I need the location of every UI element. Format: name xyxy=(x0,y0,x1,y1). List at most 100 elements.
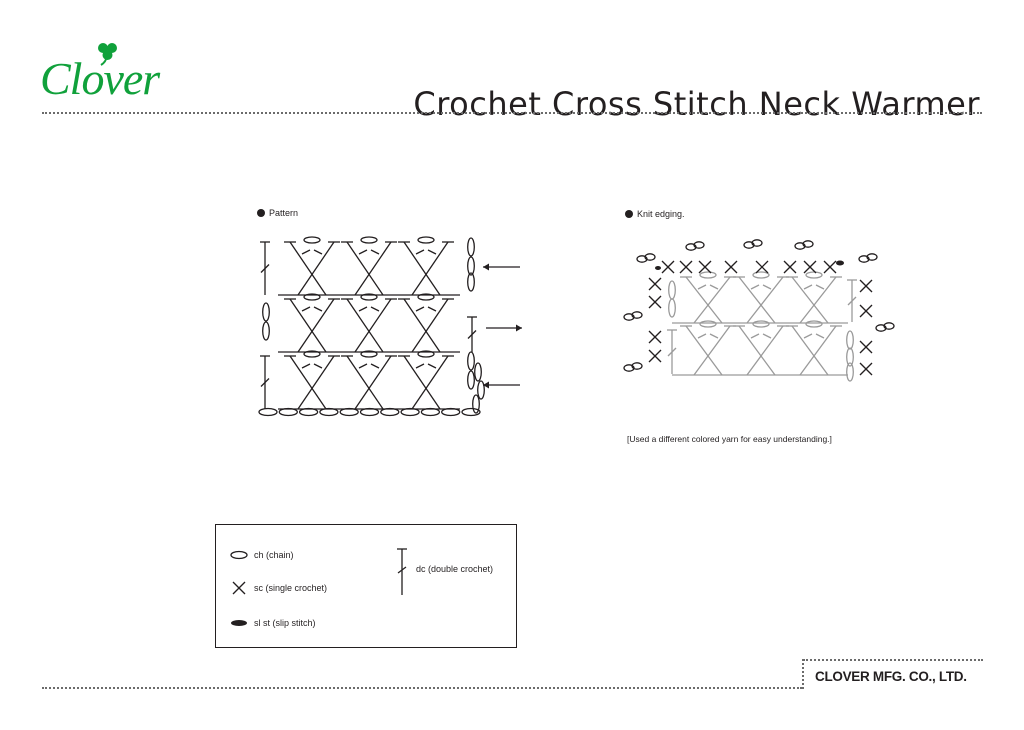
chain-stitch xyxy=(360,293,378,301)
chain-stitch xyxy=(858,255,870,263)
single-crochet xyxy=(648,295,662,309)
crossed-dc xyxy=(403,355,441,410)
chain-stitch xyxy=(866,253,878,261)
slip-stitch xyxy=(655,266,661,270)
single-crochet xyxy=(724,260,738,274)
crossed-dc xyxy=(693,325,731,376)
edging-caption: Knit edging. xyxy=(625,209,685,219)
crossed-dc xyxy=(791,325,829,376)
crossed-dc xyxy=(370,306,380,312)
crossed-dc xyxy=(346,241,384,296)
double-crochet xyxy=(260,378,270,387)
crossed-dc xyxy=(697,333,707,339)
pattern-chart xyxy=(258,236,522,417)
crossed-dc xyxy=(746,276,784,324)
chain-stitch xyxy=(474,362,482,382)
chain-stitch xyxy=(467,351,475,371)
single-crochet xyxy=(679,260,693,274)
crossed-dc xyxy=(358,363,368,369)
chain-icon xyxy=(230,550,248,560)
crossed-dc xyxy=(709,284,719,290)
chain-stitch xyxy=(303,350,321,358)
legend-single-crochet: sc (single crochet) xyxy=(228,580,327,596)
chain-stitch xyxy=(644,253,656,261)
crossed-dc xyxy=(693,276,731,324)
chain-stitch xyxy=(477,380,485,400)
chain-stitch xyxy=(699,320,717,328)
crossed-dc xyxy=(346,298,384,353)
chain-stitch xyxy=(360,350,378,358)
crossed-dc xyxy=(358,306,368,312)
single-crochet xyxy=(648,277,662,291)
crossed-dc xyxy=(750,284,760,290)
crossed-dc xyxy=(746,325,784,376)
single-crochet xyxy=(648,349,662,363)
slip-stitch-icon xyxy=(231,620,247,626)
arrow-head xyxy=(483,381,489,389)
chain-stitch xyxy=(461,407,481,417)
legend-double-crochet: dc (double crochet) xyxy=(394,547,493,597)
crossed-dc xyxy=(709,333,719,339)
chain-stitch xyxy=(467,256,475,276)
logo-text: Clover xyxy=(40,53,160,104)
bullet-icon xyxy=(625,210,633,218)
crossed-dc xyxy=(803,333,813,339)
header-divider xyxy=(42,112,982,114)
crossed-dc xyxy=(411,355,449,410)
chain-stitch xyxy=(417,236,435,244)
single-crochet xyxy=(783,260,797,274)
chain-stitch xyxy=(631,311,643,319)
crossed-dc xyxy=(415,306,425,312)
crossed-dc xyxy=(815,284,825,290)
crossed-dc xyxy=(297,355,335,410)
chain-stitch xyxy=(623,364,635,372)
crossed-dc xyxy=(791,276,829,324)
chain-stitch xyxy=(805,271,823,279)
edging-chart xyxy=(623,239,895,382)
edging-caption-text: Knit edging. xyxy=(637,209,685,219)
chain-stitch xyxy=(636,255,648,263)
crossed-dc xyxy=(297,298,335,353)
single-crochet xyxy=(859,279,873,293)
crossed-dc xyxy=(815,333,825,339)
chain-stitch xyxy=(472,394,480,414)
chain-stitch xyxy=(417,293,435,301)
crossed-dc xyxy=(415,249,425,255)
chain-stitch xyxy=(883,322,895,330)
crossed-dc xyxy=(685,276,723,324)
crossed-dc xyxy=(427,363,437,369)
chain-stitch xyxy=(303,293,321,301)
clover-logo: Clover xyxy=(40,43,190,104)
chain-stitch xyxy=(752,271,770,279)
crossed-dc xyxy=(301,363,311,369)
crossed-dc xyxy=(354,298,392,353)
bullet-icon xyxy=(257,209,265,217)
chain-stitch xyxy=(623,313,635,321)
arrow-head xyxy=(483,263,489,271)
single-crochet xyxy=(859,362,873,376)
chain-stitch xyxy=(258,407,278,417)
crossed-dc xyxy=(411,241,449,296)
crossed-dc xyxy=(354,355,392,410)
chain-stitch xyxy=(846,347,854,367)
clover-leaf-icon xyxy=(98,43,117,66)
slip-stitch xyxy=(836,260,844,266)
crossed-dc xyxy=(427,306,437,312)
arrow-head xyxy=(516,324,522,332)
chain-stitch xyxy=(693,241,705,249)
crossed-dc xyxy=(297,241,335,296)
chain-stitch xyxy=(751,239,763,247)
crossed-dc xyxy=(762,333,772,339)
crossed-dc xyxy=(403,241,441,296)
crossed-dc xyxy=(289,355,327,410)
company-box-top xyxy=(803,659,983,661)
chain-stitch xyxy=(685,243,697,251)
footer-divider xyxy=(42,687,802,689)
chain-stitch xyxy=(360,236,378,244)
chain-stitch xyxy=(805,320,823,328)
chain-stitch xyxy=(303,236,321,244)
pattern-caption: Pattern xyxy=(257,208,298,218)
chain-stitch xyxy=(846,362,854,382)
chain-stitch xyxy=(846,330,854,350)
